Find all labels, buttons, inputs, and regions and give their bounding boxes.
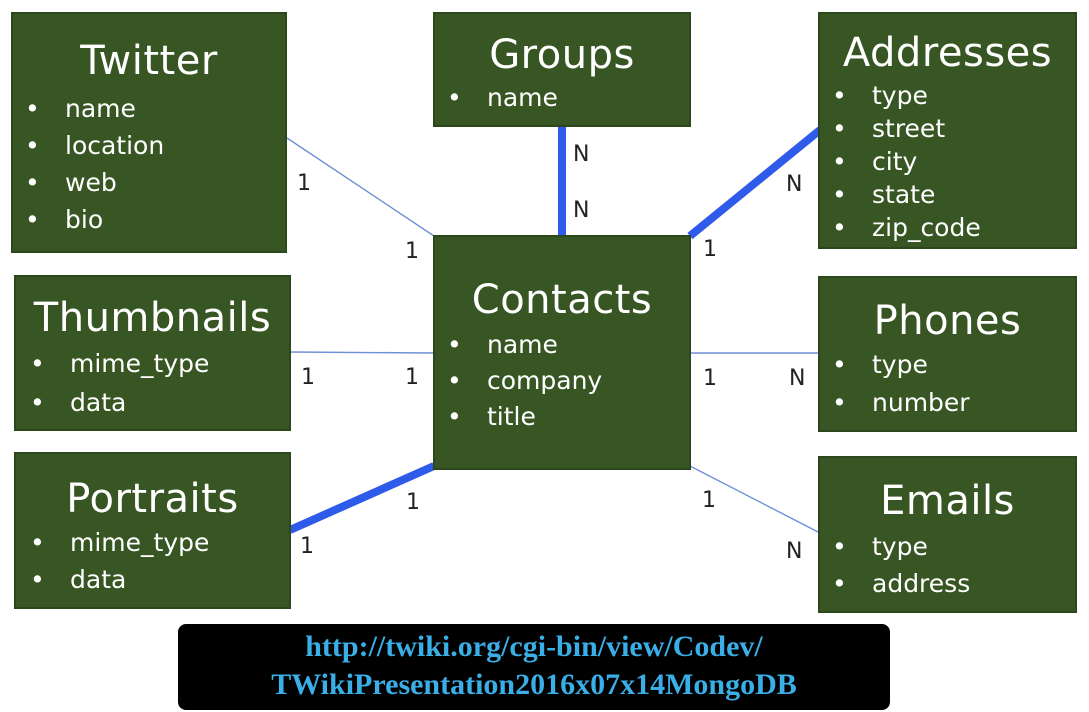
field-item: bio	[25, 201, 285, 238]
cardinality-label-groups-side: N	[573, 142, 590, 167]
field-item: mime_type	[30, 524, 289, 561]
field-item: type	[832, 79, 1075, 112]
field-item: mime_type	[30, 344, 289, 383]
field-list: name	[435, 80, 689, 116]
entity-twitter: Twitter name location web bio	[11, 12, 287, 253]
cardinality-label-contacts-addresses: 1	[703, 237, 717, 262]
field-item: zip_code	[832, 211, 1075, 244]
cardinality-label-portraits-side: 1	[300, 534, 314, 559]
entity-thumbnails: Thumbnails mime_type data	[14, 275, 291, 431]
cardinality-label-contacts-emails: 1	[702, 488, 716, 513]
entity-portraits: Portraits mime_type data	[14, 452, 291, 609]
cardinality-label-emails-side: N	[786, 539, 803, 564]
entity-title: Contacts	[471, 277, 653, 323]
entity-groups: Groups name	[433, 12, 691, 127]
field-item: data	[30, 383, 289, 422]
url-banner: http://twiki.org/cgi-bin/view/Codev/ TWi…	[178, 624, 890, 710]
cardinality-label-phones-side: N	[789, 366, 806, 391]
field-list: type number	[820, 346, 1075, 422]
entity-title: Phones	[873, 298, 1022, 344]
field-list: mime_type data	[16, 524, 289, 598]
field-item: name	[447, 327, 689, 363]
entity-title: Groups	[489, 32, 635, 78]
cardinality-label-contacts-portraits: 1	[406, 490, 420, 515]
field-list: name location web bio	[13, 90, 285, 238]
field-list: type street city state zip_code	[820, 79, 1075, 244]
entity-title: Twitter	[80, 38, 218, 84]
field-item: name	[25, 90, 285, 127]
cardinality-label-twitter-side: 1	[297, 171, 311, 196]
field-item: name	[447, 80, 689, 116]
field-item: type	[832, 346, 1075, 384]
entity-title: Addresses	[842, 30, 1053, 76]
field-item: company	[447, 363, 689, 399]
field-item: number	[832, 384, 1075, 422]
url-line-2: TWikiPresentation2016x07x14MongoDB	[271, 668, 797, 701]
link-contacts-thumbnails	[289, 351, 435, 354]
entity-title: Portraits	[66, 476, 239, 522]
entity-contacts: Contacts name company title	[433, 235, 691, 470]
entity-title: Thumbnails	[33, 295, 272, 341]
entity-addresses: Addresses type street city state zip_cod…	[818, 12, 1077, 249]
field-list: name company title	[435, 327, 689, 435]
field-list: mime_type data	[16, 344, 289, 422]
entity-phones: Phones type number	[818, 276, 1077, 432]
cardinality-label-contacts-thumbnails: 1	[405, 365, 419, 390]
link-contacts-addresses	[687, 126, 823, 240]
field-item: address	[832, 565, 1075, 602]
cardinality-label-addresses-side: N	[786, 172, 803, 197]
link-contacts-twitter	[286, 137, 435, 237]
field-item: data	[30, 561, 289, 598]
field-item: title	[447, 399, 689, 435]
field-item: type	[832, 528, 1075, 565]
link-contacts-portraits	[288, 462, 436, 534]
field-list: type address	[820, 528, 1075, 602]
field-item: location	[25, 127, 285, 164]
cardinality-label-contacts-phones: 1	[703, 366, 717, 391]
cardinality-label-thumbnails-side: 1	[301, 365, 315, 390]
link-contacts-emails	[689, 465, 821, 534]
cardinality-label-contacts-groups: N	[573, 198, 590, 223]
field-item: city	[832, 145, 1075, 178]
cardinality-label-contacts-twitter: 1	[405, 239, 419, 264]
url-line-1: http://twiki.org/cgi-bin/view/Codev/	[305, 630, 763, 663]
field-item: web	[25, 164, 285, 201]
entity-title: Emails	[880, 478, 1015, 524]
entity-emails: Emails type address	[818, 456, 1077, 613]
field-item: street	[832, 112, 1075, 145]
field-item: state	[832, 178, 1075, 211]
